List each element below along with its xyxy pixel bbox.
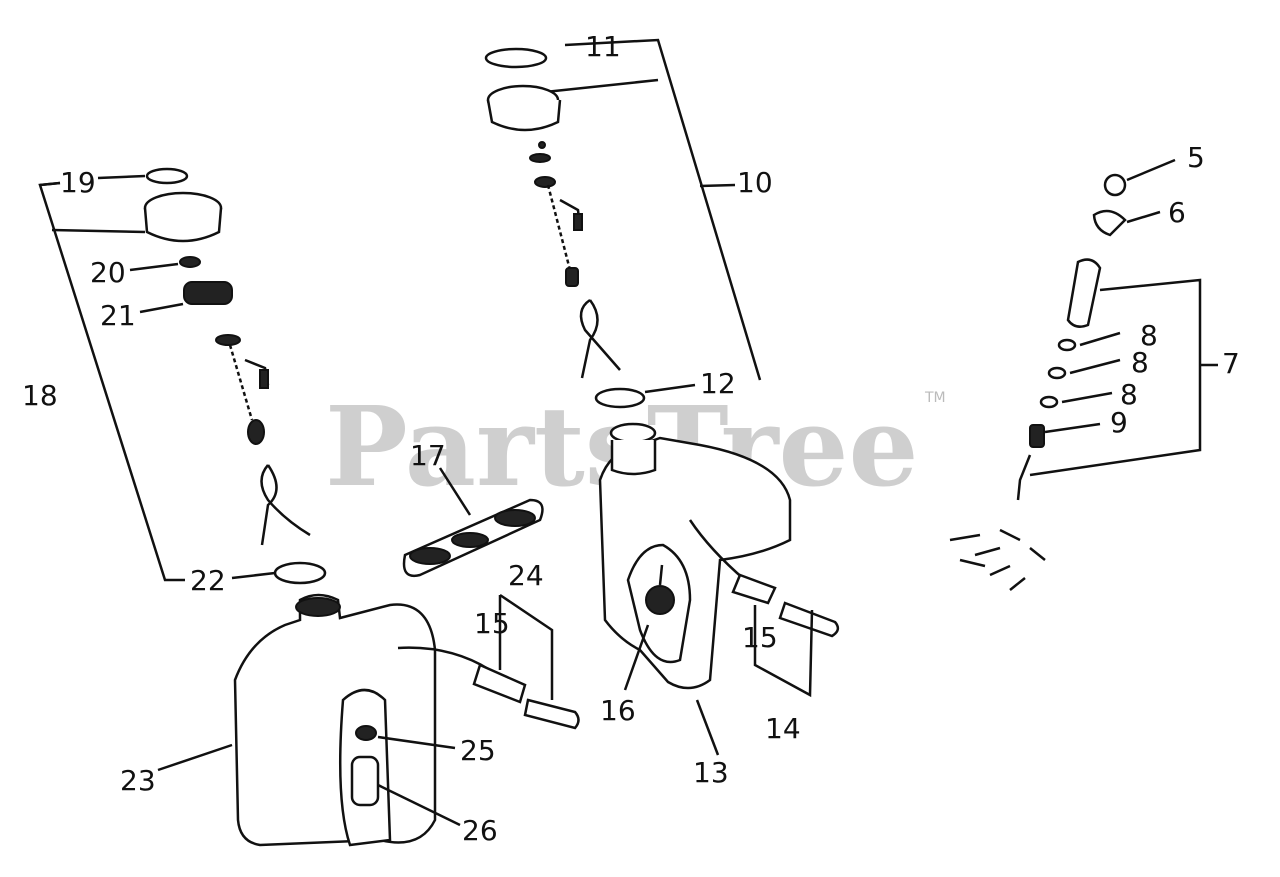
callout-7: 7 [1222,347,1240,380]
callout-15-left: 15 [474,607,510,640]
callout-20: 20 [90,256,126,289]
part-6 [1092,209,1127,237]
filter-weight [247,419,265,445]
spring-part-9 [1029,424,1045,448]
callout-24: 24 [508,559,544,592]
callout-18: 18 [22,379,58,412]
valve-part-21 [183,281,233,305]
strap-part-17 [402,467,544,578]
callout-13: 13 [693,756,729,789]
callout-labels: 5 6 7 8 8 8 9 10 11 12 13 14 15 15 16 17… [22,30,1240,847]
part-20 [179,256,201,268]
callout-8b: 8 [1131,346,1149,379]
cap-part-10 [486,99,562,132]
callout-19: 19 [60,166,96,199]
callout-15-right: 15 [742,621,778,654]
callout-9: 9 [1110,406,1128,439]
hose-part-24 [523,698,580,730]
callout-11: 11 [585,30,621,63]
callout-16: 16 [600,694,636,727]
callout-23: 23 [120,764,156,797]
callout-25: 25 [460,734,496,767]
callout-8a: 8 [1140,319,1158,352]
callout-10: 10 [737,166,773,199]
part-25 [355,725,377,741]
callout-12: 12 [700,367,736,400]
callout-14: 14 [765,712,801,745]
callout-6: 6 [1168,196,1186,229]
seal-part-12 [594,387,646,409]
callout-5: 5 [1187,141,1205,174]
part-16 [645,585,675,615]
callout-21: 21 [100,299,136,332]
callout-8c: 8 [1120,378,1138,411]
callout-17: 17 [410,439,446,472]
tank-part-13 [598,422,840,756]
callout-22: 22 [190,564,226,597]
clip-part [260,464,311,546]
center-assembly [484,38,762,409]
seal-part-11 [484,47,548,69]
oring-part-22 [273,561,327,585]
right-assembly [949,158,1218,591]
seal-part-19 [145,167,189,185]
part-5 [1103,173,1127,197]
callout-26: 26 [462,814,498,847]
nozzle-part [1066,258,1102,328]
bracket-18 [38,181,185,582]
left-assembly [38,167,327,585]
watermark-trademark: TM [924,390,946,406]
tank-part-23 [157,593,580,847]
filter-part-26 [350,755,380,807]
